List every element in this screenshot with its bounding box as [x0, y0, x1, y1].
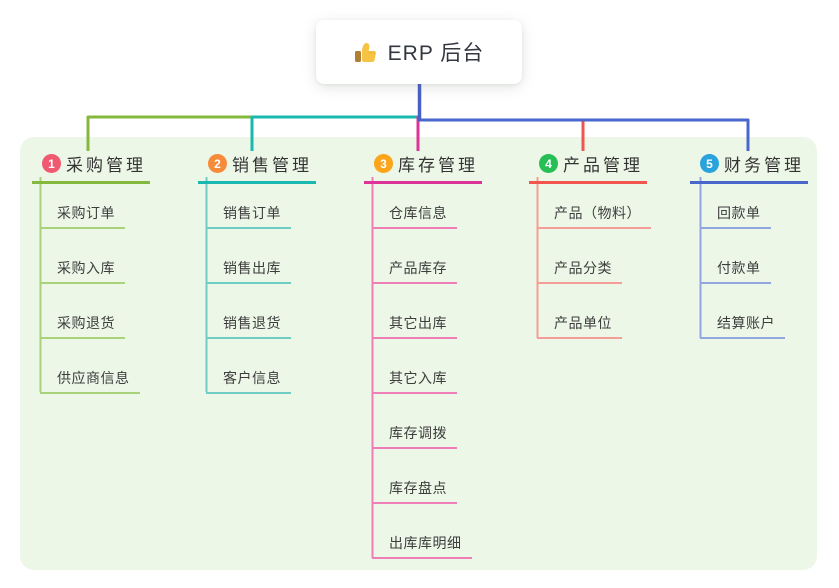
- branch-node-kucun[interactable]: 3 库存管理: [364, 151, 482, 184]
- branch-node-xiaoshou[interactable]: 2 销售管理: [198, 151, 316, 184]
- leaf-node[interactable]: 采购退货: [40, 315, 125, 339]
- root-title: ERP 后台: [387, 42, 485, 65]
- leaf-node[interactable]: 付款单: [700, 260, 771, 284]
- leaf-node[interactable]: 供应商信息: [40, 370, 140, 394]
- leaf-node[interactable]: 出库库明细: [372, 535, 472, 559]
- branch-badge-4: 4: [539, 154, 558, 173]
- leaf-node[interactable]: 仓库信息: [372, 205, 457, 229]
- leaf-node[interactable]: 客户信息: [206, 370, 291, 394]
- branch-label: 库存管理: [398, 156, 478, 175]
- branch-node-caiwu[interactable]: 5 财务管理: [690, 151, 808, 184]
- leaf-node[interactable]: 产品单位: [537, 315, 622, 339]
- root-node[interactable]: ERP 后台: [316, 20, 522, 84]
- leaf-node[interactable]: 销售订单: [206, 205, 291, 229]
- leaf-node[interactable]: 其它出库: [372, 315, 457, 339]
- mindmap-background-panel: [20, 137, 817, 570]
- branch-label: 财务管理: [724, 156, 804, 175]
- leaf-node[interactable]: 销售退货: [206, 315, 291, 339]
- leaf-node[interactable]: 结算账户: [700, 315, 785, 339]
- branch-badge-3: 3: [374, 154, 393, 173]
- thumbs-up-icon: [354, 43, 376, 62]
- leaf-node[interactable]: 回款单: [700, 205, 771, 229]
- leaf-node[interactable]: 库存盘点: [372, 480, 457, 504]
- branch-badge-5: 5: [700, 154, 719, 173]
- branch-node-chanpin[interactable]: 4 产品管理: [529, 151, 647, 184]
- branch-badge-2: 2: [208, 154, 227, 173]
- leaf-node[interactable]: 产品（物料）: [537, 205, 651, 229]
- branch-label: 产品管理: [563, 156, 643, 175]
- leaf-node[interactable]: 采购订单: [40, 205, 125, 229]
- leaf-node[interactable]: 采购入库: [40, 260, 125, 284]
- leaf-node[interactable]: 库存调拨: [372, 425, 457, 449]
- branch-label: 销售管理: [232, 156, 312, 175]
- leaf-node[interactable]: 产品库存: [372, 260, 457, 284]
- leaf-node[interactable]: 其它入库: [372, 370, 457, 394]
- leaf-node[interactable]: 销售出库: [206, 260, 291, 284]
- branch-node-caigou[interactable]: 1 采购管理: [32, 151, 150, 184]
- branch-badge-1: 1: [42, 154, 61, 173]
- branch-label: 采购管理: [66, 156, 146, 175]
- leaf-node[interactable]: 产品分类: [537, 260, 622, 284]
